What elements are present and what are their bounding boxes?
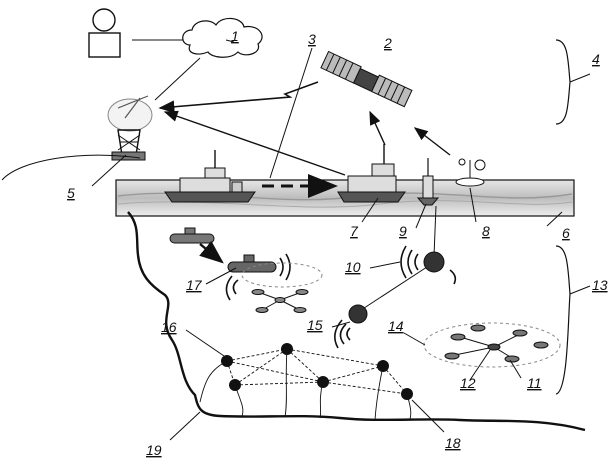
sensor-cluster-small: [251, 289, 309, 313]
leader-lines: [91, 39, 563, 441]
label-9: 9: [399, 223, 407, 239]
bracket-4: [555, 39, 571, 125]
cloud-station-link: [154, 57, 201, 101]
label-14: 14: [388, 318, 404, 334]
label-3: 3: [308, 31, 316, 47]
label-6: 6: [562, 225, 570, 241]
float-tether: [433, 205, 437, 257]
label-11: 11: [527, 375, 542, 391]
ship-to-satellite-arrow: [369, 110, 386, 146]
underwater-vehicle-icon: [225, 253, 291, 301]
operator-icon: [88, 8, 121, 58]
label-17: 17: [186, 277, 203, 293]
vehicle-movement-arrow: [199, 240, 224, 264]
label-15: 15: [307, 317, 323, 333]
satellite-to-station-arrow: [158, 81, 319, 114]
label-10: 10: [345, 259, 361, 275]
label-13: 13: [592, 277, 608, 293]
label-7: 7: [350, 223, 359, 239]
float-link: [357, 264, 431, 313]
label-5: 5: [67, 185, 75, 201]
surface-ship-icon: [164, 150, 256, 203]
label-4: 4: [592, 51, 600, 67]
buoy-to-satellite-arrow: [413, 127, 451, 156]
seabed-nodes: [221, 343, 413, 400]
satellite-icon: [320, 50, 413, 108]
label-19: 19: [146, 442, 162, 458]
surface-buoy-icon: [455, 158, 486, 187]
acoustic-float-icon: [400, 245, 457, 285]
label-16: 16: [161, 319, 177, 335]
label-12: 12: [460, 375, 476, 391]
surface-beacon-icon: [416, 158, 440, 206]
acoustic-float-icon: [334, 304, 368, 349]
ground-station-tower-icon: [107, 95, 153, 161]
bracket-13: [555, 245, 571, 395]
vehicle-coverage-zone: [241, 262, 323, 288]
shoreline: [1, 154, 141, 181]
surface-ship-icon: [337, 144, 406, 203]
label-18: 18: [445, 435, 461, 451]
ship-to-station-arrow: [163, 110, 346, 176]
cloud-network-icon: [182, 17, 263, 58]
label-8: 8: [482, 223, 490, 239]
underwater-vehicle-icon: [169, 227, 215, 244]
seabed-profile: [127, 211, 586, 432]
label-2: 2: [383, 35, 392, 51]
seabed-sensor-network: [226, 348, 408, 395]
label-1: 1: [231, 28, 239, 44]
sensor-cluster: [444, 324, 549, 363]
